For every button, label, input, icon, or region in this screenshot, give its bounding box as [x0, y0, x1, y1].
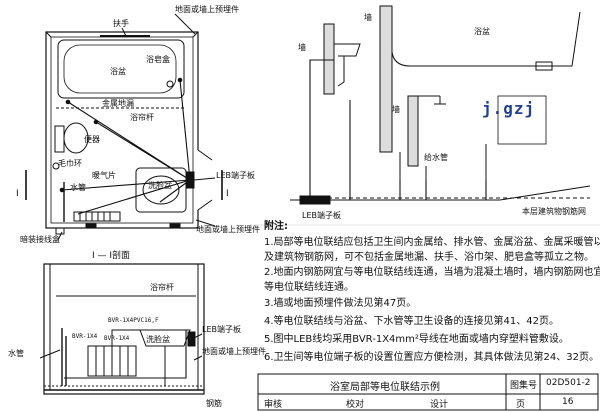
section-view	[39, 263, 205, 395]
title-block-title: 浴室局部等电位联结示例	[330, 382, 440, 393]
note-line-7: 5.图中LEB线均采用BVR-1X4mm²导线在地面或墙内穿塑料管敷设。	[264, 334, 569, 345]
right-schematic	[290, 5, 591, 205]
notes-heading: 附注:	[264, 221, 288, 232]
title-block-page-no: 16	[562, 397, 574, 407]
label-wall-prepipe-top: 地面或墙上预埋件	[175, 4, 239, 14]
label-floor-prepipe: 地面或墙上预埋件	[196, 224, 260, 234]
right-label-bathtub: 浴盆	[474, 26, 490, 36]
label-bathtub: 浴盆	[110, 66, 126, 76]
label-water-pipe: 水管	[70, 182, 86, 192]
label-shower-rod: 浴帘杆	[130, 112, 154, 122]
section-label-bvr1: BVR-1X4	[72, 333, 98, 340]
washbasin-outline	[135, 167, 187, 213]
section-label-washbasin: 洗脸盆	[146, 334, 170, 344]
right-label-wall3: 墙	[392, 104, 400, 114]
note-line-3: 2.地面内钢筋网宜与等电位联结线连通，当墙为混凝土墙时，墙内钢筋网也宜与	[264, 267, 600, 278]
label-soap-dish: 浴皂盒	[146, 54, 170, 64]
plan-view	[25, 13, 223, 241]
watermark-text: j.gzj	[482, 99, 535, 118]
right-label-wall2: 墙	[364, 12, 372, 22]
section-label-water-pipe: 水管	[8, 348, 24, 358]
section-label-leb-box: LEB端子板	[202, 324, 241, 334]
label-towel-ring: 毛巾环	[58, 158, 82, 168]
section-label-rebar: 钢筋	[206, 398, 222, 408]
right-label-rebar-mesh: 本层建筑物钢筋网	[522, 206, 586, 216]
note-line-4: 等电位联结线连通。	[264, 282, 354, 293]
section-mark-left: I	[16, 189, 19, 199]
title-block-check: 校对	[346, 400, 365, 410]
title-block-atlas-no: 02D501-2	[546, 378, 591, 388]
title-block-frame	[257, 373, 599, 411]
title-block-design: 设计	[430, 400, 449, 410]
note-line-5: 3.墙或地面预埋件做法见第47页。	[264, 298, 417, 309]
section-title: I — I剖面	[92, 249, 130, 261]
label-radiator: 暖气片	[92, 170, 116, 180]
section-label-floor-prepipe: 地面或墙上预埋件	[202, 346, 266, 356]
label-toilet: 便器	[84, 134, 100, 144]
label-concealed-box: 暗装接线盒	[20, 234, 60, 244]
bathtub-outline	[57, 39, 185, 99]
note-line-8: 6.卫生间等电位端子板的设置位置应方便检测，其具体做法见第24、32页。	[264, 352, 599, 363]
title-block-atlas-label: 图集号	[510, 381, 538, 391]
section-label-bvr2: BVR-1X4	[104, 335, 130, 342]
label-washbasin: 洗脸盆	[148, 180, 172, 190]
section-label-wire-spec: BVR-1X4PVC16,F	[108, 317, 159, 324]
note-line-6: 4.等电位联结线与浴盆、下水管等卫生设备的连接见第41、42页。	[264, 316, 559, 327]
note-line-2: 及建筑物钢筋网，可不包括金属地漏、扶手、浴巾架、肥皂盒等孤立之物。	[264, 252, 594, 263]
note-line-1: 1.局部等电位联结应包括卫生间内金属给、排水管、金属浴盆、金属采暖管以	[264, 237, 600, 248]
label-metal-floor-drain: 金属地漏	[102, 98, 134, 108]
section-mark-right: I	[226, 189, 229, 199]
title-block-page-label: 页	[516, 400, 526, 410]
label-leb-box: LEB端子板	[216, 170, 255, 180]
label-handrail: 扶手	[113, 18, 129, 28]
title-block-review: 审核	[264, 400, 283, 410]
right-label-leb-box: LEB端子板	[302, 210, 341, 220]
right-label-wall1: 墙	[298, 42, 306, 52]
section-label-shower-rod: 浴帘杆	[150, 282, 174, 292]
right-label-supply-pipe: 给水管	[424, 152, 448, 162]
